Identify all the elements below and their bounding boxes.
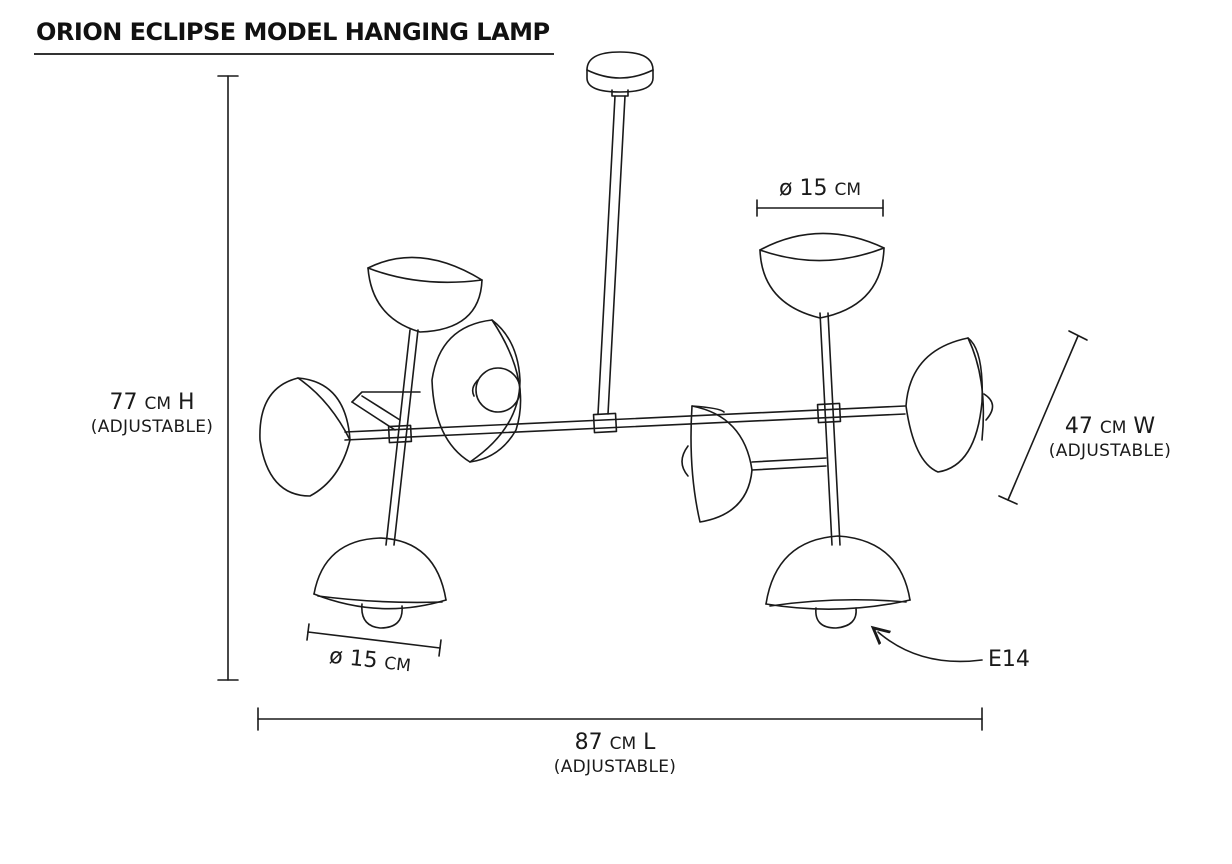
shade-top-unit: CM [834, 180, 861, 200]
socket-type: E14 [988, 647, 1030, 672]
height-dimension-line [217, 75, 239, 681]
shade-bottom-unit: CM [383, 653, 412, 677]
shade-left [259, 377, 351, 497]
shade-center [681, 405, 753, 523]
shade-diameter-line-top [756, 199, 884, 217]
length-dimension-line [257, 707, 983, 731]
width-axis: W [1133, 414, 1156, 439]
length-note: (ADJUSTABLE) [553, 757, 677, 777]
width-label: 47 CM W (ADJUSTABLE) [1040, 414, 1180, 462]
height-label: 77 CM H (ADJUSTABLE) [82, 390, 222, 438]
shade-top-prefix: ø 15 [779, 176, 828, 201]
width-value: 47 [1064, 414, 1093, 439]
shade-top-right [759, 232, 885, 319]
shade-bottom-left [313, 537, 447, 629]
ceiling-canopy [586, 51, 654, 97]
shade-top-left [367, 256, 483, 333]
shade-right [905, 337, 994, 473]
shade-bottom-right [765, 535, 911, 629]
shade-diameter-top-label: ø 15 CM [760, 176, 880, 203]
length-axis: L [643, 730, 656, 755]
height-note: (ADJUSTABLE) [90, 417, 214, 437]
shade-front-left [431, 319, 522, 463]
length-value: 87 [574, 730, 603, 755]
right-vertical-arm [751, 312, 841, 546]
width-note: (ADJUSTABLE) [1048, 441, 1172, 461]
width-dimension-line [998, 330, 1088, 505]
length-label: 87 CM L (ADJUSTABLE) [545, 730, 685, 778]
shade-diameter-line-bottom [306, 623, 442, 657]
height-axis: H [178, 390, 195, 415]
length-unit: CM [609, 734, 637, 754]
title-underline [34, 53, 554, 55]
center-stem [597, 95, 626, 415]
diagram-title: ORION ECLIPSE MODEL HANGING LAMP [36, 18, 550, 46]
e14-pointer-arrow [878, 632, 983, 663]
main-bar [344, 402, 906, 444]
height-value: 77 [109, 390, 138, 415]
shade-bottom-prefix: ø 15 [328, 643, 379, 674]
socket-label: E14 [988, 647, 1030, 673]
left-vertical-arm [351, 329, 421, 546]
height-unit: CM [144, 394, 171, 414]
width-unit: CM [1099, 418, 1127, 438]
